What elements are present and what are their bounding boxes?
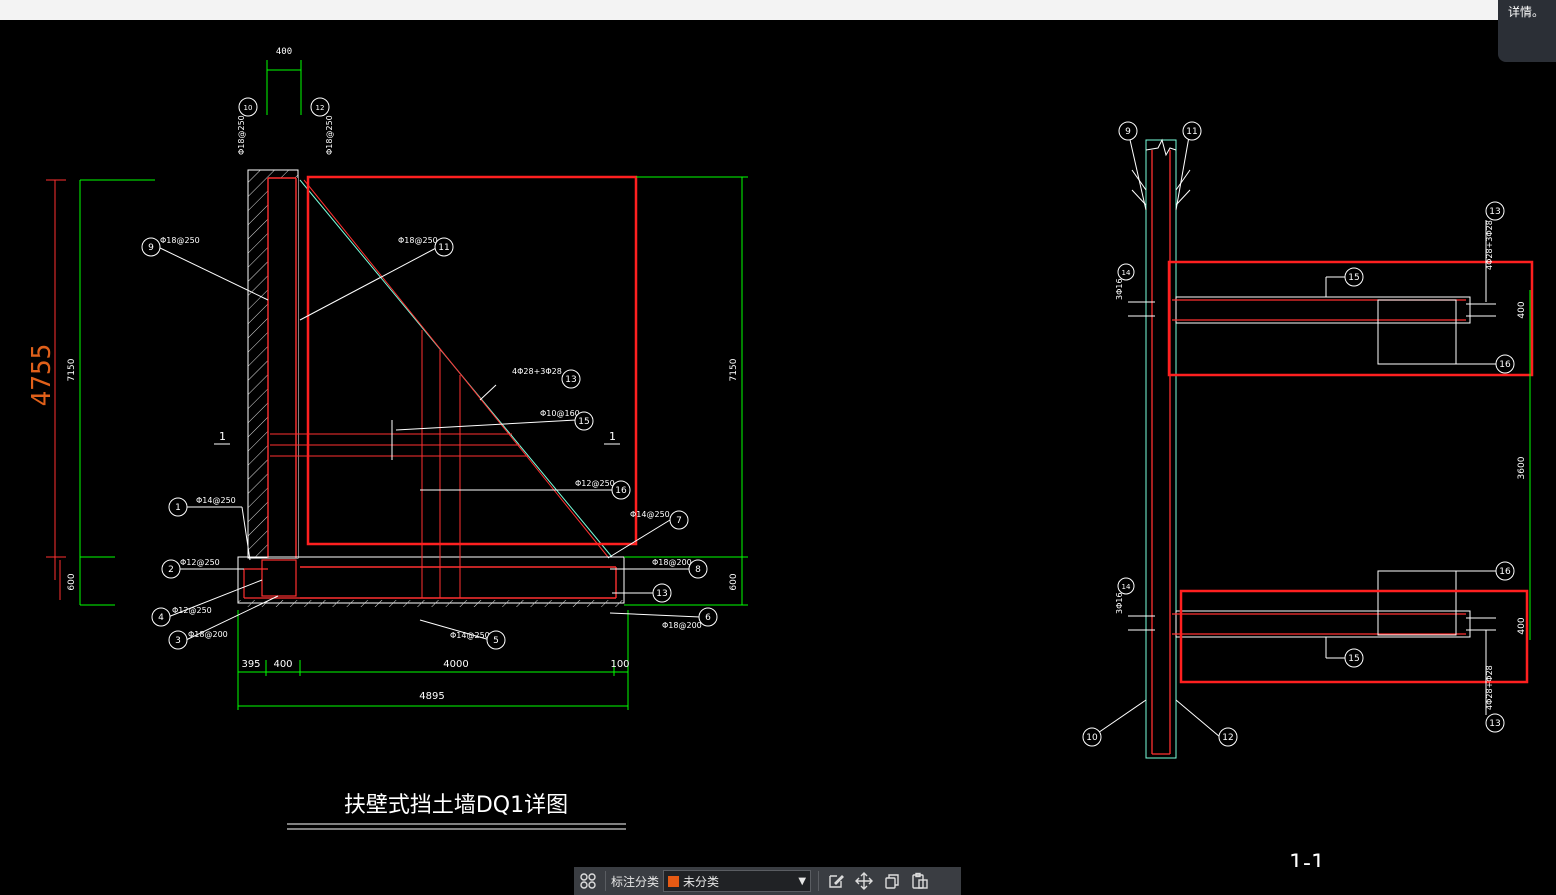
- grid-icon[interactable]: [574, 867, 602, 895]
- callout-9: 9: [148, 243, 154, 253]
- dim-395: 395: [241, 659, 260, 670]
- sec-label-3d16-top: 3Φ16: [1115, 278, 1124, 300]
- label-3: Φ18@200: [188, 630, 228, 639]
- label-15: Φ10@160: [540, 409, 580, 418]
- callout-16: 16: [615, 486, 627, 496]
- callout-5: 5: [493, 636, 499, 646]
- sec-callout-13b: 13: [1489, 719, 1500, 729]
- section-mark-right: 1: [609, 430, 616, 443]
- category-color-swatch: [668, 875, 680, 887]
- category-selected-value: 未分类: [683, 874, 720, 889]
- toolbar-separator: [818, 871, 820, 891]
- drawing-title: 扶壁式挡土墙DQ1详图: [344, 793, 568, 818]
- label-2: Φ12@250: [180, 558, 220, 567]
- cad-canvas[interactable]: 400 4755: [0, 20, 1556, 867]
- label-12: Φ18@250: [325, 115, 334, 155]
- dim-4895: 4895: [419, 691, 444, 702]
- callout-6: 6: [705, 613, 711, 623]
- sec-callout-10: 10: [1086, 733, 1098, 743]
- callout-8: 8: [695, 565, 701, 575]
- sec-dim-400a: 400: [1517, 301, 1527, 318]
- callout-13b: 13: [656, 589, 667, 599]
- dim-400: 400: [273, 659, 292, 670]
- callout-2: 2: [168, 565, 174, 575]
- sec-callout-14a: 14: [1122, 269, 1131, 277]
- section-mark-left: 1: [219, 430, 226, 443]
- callout-3: 3: [175, 636, 181, 646]
- sec-dim-3600: 3600: [1517, 456, 1527, 479]
- callout-7: 7: [676, 516, 682, 526]
- label-10: Φ18@250: [237, 115, 246, 155]
- annotation-category-select[interactable]: 未分类 ▼: [663, 870, 812, 892]
- dim-left-600: 600: [67, 573, 77, 590]
- tooltip: 详情。: [1498, 0, 1556, 62]
- label-16: Φ12@250: [575, 479, 615, 488]
- dim-4000: 4000: [443, 659, 468, 670]
- copy-icon[interactable]: [878, 867, 906, 895]
- sec-callout-15b: 15: [1348, 654, 1359, 664]
- label-7: Φ14@250: [630, 510, 670, 519]
- label-5: Φ14@250: [450, 631, 490, 640]
- top-bar: [0, 0, 1556, 20]
- sec-dim-400b: 400: [1517, 617, 1527, 634]
- sec-callout-15a: 15: [1348, 273, 1359, 283]
- sec-callout-12: 12: [1222, 733, 1233, 743]
- move-icon[interactable]: [850, 867, 878, 895]
- sec-label-13b: 4Φ28+Φ28: [1485, 665, 1494, 710]
- dim-right-7150: 7150: [729, 358, 739, 381]
- sec-callout-16a: 16: [1499, 360, 1511, 370]
- label-4: Φ12@250: [172, 606, 212, 615]
- sec-label-13a: 4Φ28+3Φ28: [1485, 220, 1494, 270]
- callout-11: 11: [438, 243, 449, 253]
- label-1: Φ14@250: [196, 496, 236, 505]
- section-title: 1-1: [1289, 851, 1325, 867]
- annotation-category-label: 标注分类: [611, 874, 660, 889]
- paste-icon[interactable]: [906, 867, 934, 895]
- sec-callout-11: 11: [1186, 127, 1197, 137]
- dim-top-400: 400: [276, 47, 292, 57]
- dim-left-7150: 7150: [67, 358, 77, 381]
- dim-4755: 4755: [27, 344, 57, 407]
- sec-callout-13a: 13: [1489, 207, 1500, 217]
- sec-label-3d16-bottom: 3Φ16: [1115, 592, 1124, 614]
- callout-13: 13: [565, 375, 576, 385]
- tooltip-text: 详情。: [1508, 5, 1545, 19]
- label-8: Φ18@200: [652, 558, 692, 567]
- edit-icon[interactable]: [822, 867, 850, 895]
- toolbar-separator: [605, 871, 606, 891]
- callout-10: 10: [244, 104, 253, 112]
- sec-callout-14b: 14: [1122, 583, 1131, 591]
- label-9: Φ18@250: [160, 236, 200, 245]
- label-11: Φ18@250: [398, 236, 438, 245]
- callout-4: 4: [158, 613, 164, 623]
- section-1-1: 400 3600 400 4Φ28+3Φ28 4Φ28+Φ28 3Φ16 3Φ1…: [1082, 121, 1534, 867]
- annotation-toolbar: 标注分类 未分类 ▼: [574, 867, 961, 895]
- dim-100: 100: [610, 659, 629, 670]
- sec-callout-9: 9: [1125, 127, 1131, 137]
- wall-detail: 400 4755: [27, 47, 748, 830]
- callout-1: 1: [175, 503, 181, 513]
- sec-callout-16b: 16: [1499, 567, 1511, 577]
- label-13: 4Φ28+3Φ28: [512, 367, 562, 376]
- chevron-down-icon: ▼: [798, 875, 807, 887]
- label-6: Φ18@200: [662, 621, 702, 630]
- dim-right-600: 600: [729, 573, 739, 590]
- callout-15: 15: [578, 417, 589, 427]
- callout-12: 12: [316, 104, 325, 112]
